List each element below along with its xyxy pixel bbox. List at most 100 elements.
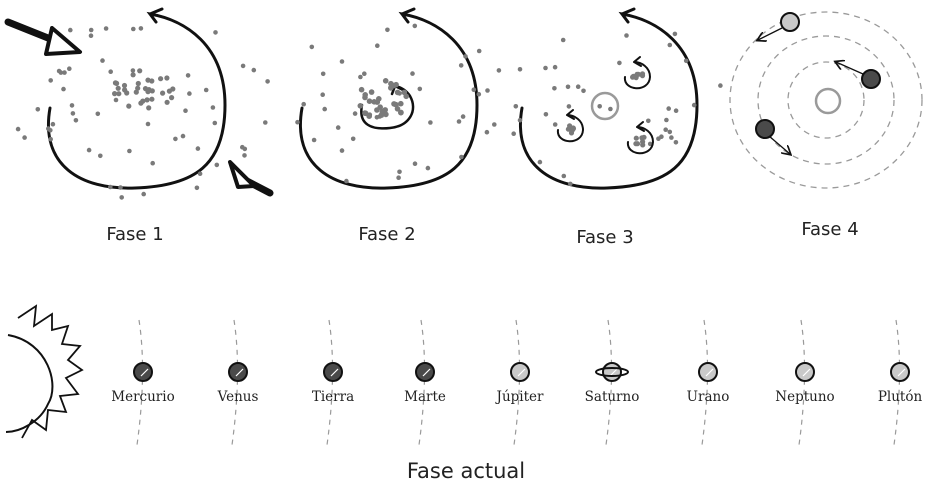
phase-3-cloud-outline: [519, 7, 699, 190]
dust-particle: [412, 161, 418, 166]
planet-icon: [698, 362, 718, 382]
dust-particle: [374, 107, 380, 113]
dust-particle: [142, 86, 149, 92]
dust-particle: [385, 27, 390, 33]
planet-orbit-line: [605, 319, 613, 446]
dust-particle: [98, 153, 103, 159]
dust-particle: [561, 173, 567, 179]
dust-particle: [119, 195, 124, 200]
dust-particle: [458, 63, 464, 68]
phase-3-panel: Fase 3: [485, 7, 723, 248]
dust-particle: [69, 103, 75, 108]
dust-particle: [150, 160, 155, 166]
dust-particle: [214, 162, 220, 168]
dust-particle: [115, 85, 121, 91]
dust-particle: [195, 146, 201, 151]
dust-particle: [382, 107, 389, 113]
dust-particle: [397, 169, 402, 175]
dust-particle: [138, 26, 144, 31]
dust-particle: [112, 91, 118, 97]
dust-particle: [145, 77, 151, 83]
dust-particle: [398, 109, 404, 116]
phase-2-label: Fase 2: [358, 224, 415, 245]
dust-particle: [113, 97, 119, 103]
dust-particle: [141, 191, 146, 197]
dust-particle: [240, 63, 246, 69]
sun-icon: [5, 304, 84, 439]
planet-name: Tierra: [312, 389, 354, 405]
dust-particle: [118, 185, 123, 190]
dust-particle: [673, 108, 679, 113]
phase-4-orbit-middle: [757, 35, 895, 165]
dust-particle: [517, 67, 523, 72]
planet-orbit-line: [231, 319, 239, 446]
protoplanet-clump: [556, 109, 585, 143]
dust-particle: [362, 71, 367, 76]
dust-particle: [624, 33, 629, 38]
dust-particle: [485, 88, 490, 93]
dust-particle: [673, 140, 679, 145]
dust-particle: [173, 136, 178, 142]
dust-particle: [597, 104, 602, 109]
dust-particle: [146, 105, 152, 111]
phase-4-panel: Fase 4: [729, 11, 923, 240]
dust-particle: [130, 72, 136, 78]
planet-icon: [602, 362, 622, 382]
planet-item: Neptuno: [775, 319, 835, 446]
dust-particle: [403, 93, 410, 100]
dust-particle: [463, 54, 468, 59]
dust-particle: [375, 43, 380, 48]
dust-particle: [133, 89, 139, 95]
dust-particle: [617, 60, 622, 66]
dust-particle: [70, 111, 76, 116]
phase-3-dust-particles: [485, 31, 723, 187]
planet-name: Neptuno: [775, 389, 834, 405]
dust-particle: [543, 112, 549, 117]
dust-particle: [145, 121, 151, 127]
dust-particle: [15, 126, 21, 132]
phase-3-protoplanet-clumps: [556, 56, 655, 155]
dust-particle: [568, 181, 573, 187]
dust-particle: [357, 103, 364, 109]
dust-particle: [428, 120, 433, 125]
dust-particle: [295, 119, 300, 125]
dust-particle: [301, 101, 307, 107]
dust-particle: [394, 106, 401, 112]
phase-4-sun: [814, 87, 842, 115]
dust-particle: [460, 114, 466, 119]
dust-particle: [127, 148, 132, 154]
dust-particle: [194, 185, 200, 191]
dust-particle: [137, 68, 143, 74]
planet-icon: [510, 362, 530, 382]
dust-particle: [135, 85, 141, 91]
protoplanet-clump: [626, 121, 655, 155]
dust-particle: [242, 153, 247, 158]
dust-particle: [100, 58, 105, 63]
planet-orbit-line: [418, 319, 426, 446]
dust-particle: [68, 27, 73, 33]
dust-particle: [124, 90, 130, 96]
dust-particle: [73, 118, 79, 123]
phase-2-cloud-outline: [299, 7, 479, 190]
dust-particle: [664, 117, 669, 123]
dust-particle: [565, 84, 571, 90]
dust-particle: [672, 31, 678, 37]
phase-4-label: Fase 4: [801, 219, 858, 240]
dust-particle: [61, 86, 66, 92]
dust-particle: [691, 102, 697, 108]
dust-particle: [213, 30, 218, 35]
dust-particle: [552, 64, 558, 70]
dust-particle: [166, 88, 172, 94]
dust-particle: [48, 128, 53, 133]
phase-4-orbit-inner: [787, 61, 865, 139]
phase-4-planet-middle: [836, 62, 881, 89]
dust-particle: [366, 98, 373, 104]
dust-particle: [187, 91, 192, 96]
dust-particle: [131, 26, 136, 32]
dust-particle: [362, 94, 368, 101]
dust-particle: [390, 82, 397, 89]
phase-1-cloud-outline: [47, 7, 227, 190]
dust-particle: [513, 104, 519, 109]
